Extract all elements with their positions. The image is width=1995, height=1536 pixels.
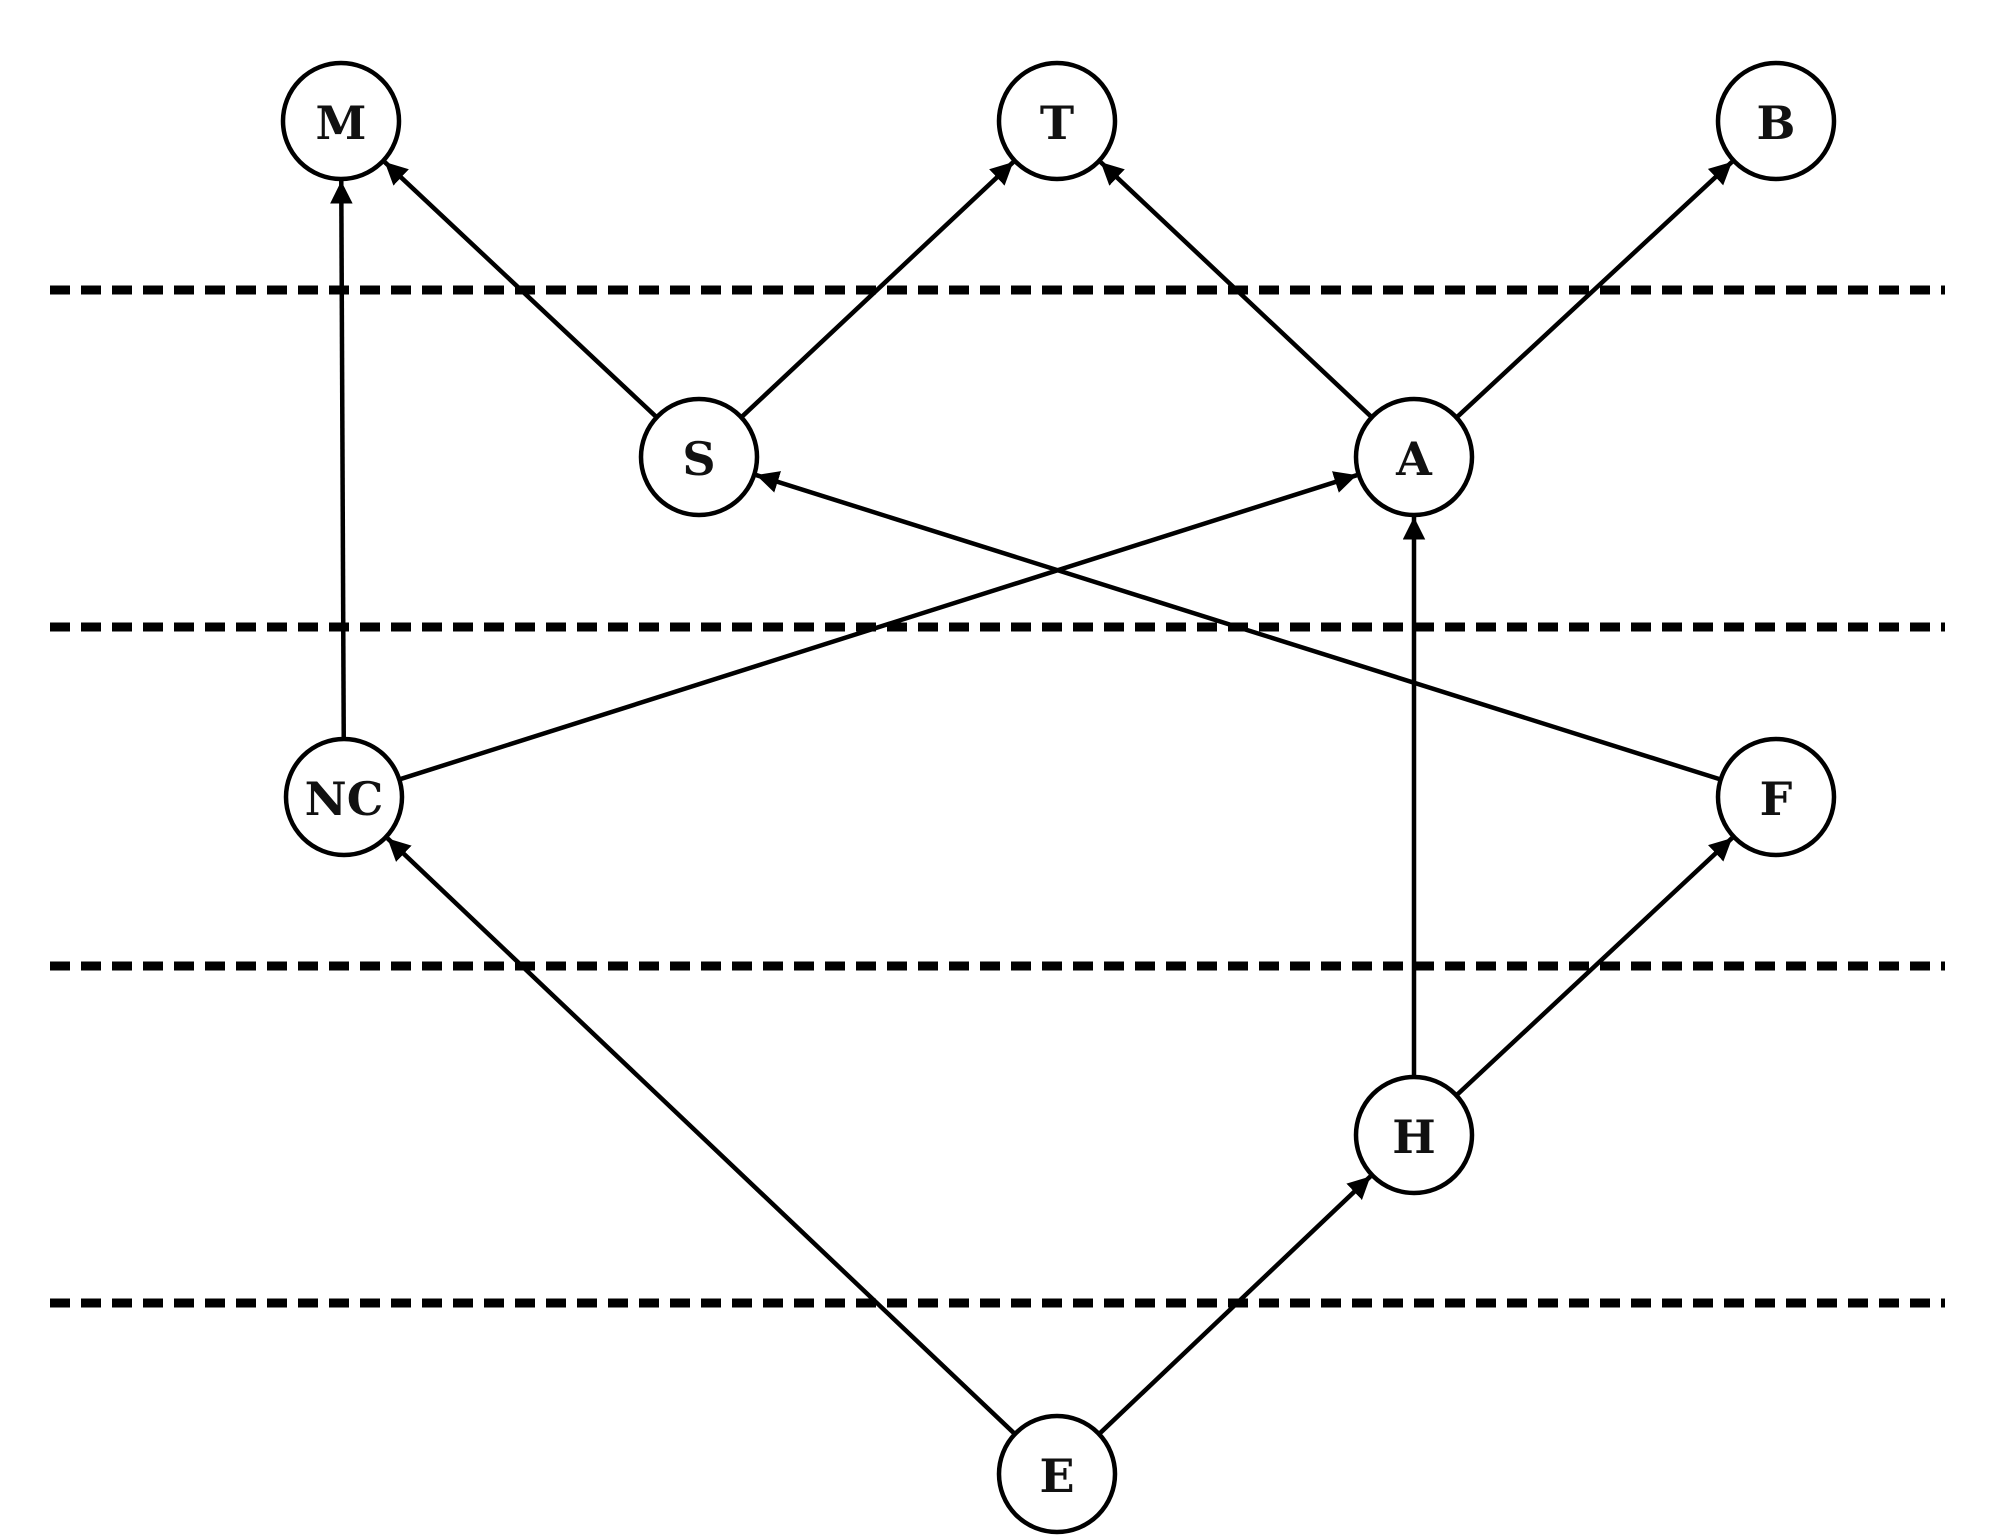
edge-a-to-t bbox=[1099, 160, 1374, 419]
node-h: H bbox=[1353, 1074, 1475, 1196]
edge-s-to-t bbox=[739, 160, 1015, 419]
node-e: E bbox=[996, 1413, 1118, 1535]
edge-a-to-b bbox=[1454, 160, 1734, 420]
node-label: B bbox=[1757, 96, 1796, 150]
node-circle bbox=[1353, 1074, 1475, 1196]
edge-nc-to-a bbox=[398, 471, 1358, 782]
edge-e-to-nc bbox=[385, 836, 1017, 1436]
node-label: E bbox=[1039, 1449, 1074, 1503]
level-separators bbox=[50, 285, 1945, 1308]
node-label: T bbox=[1040, 96, 1074, 150]
edges bbox=[330, 160, 1734, 1436]
node-label: A bbox=[1395, 432, 1433, 486]
edge-s-to-m bbox=[383, 160, 659, 419]
node-circle bbox=[996, 60, 1118, 182]
node-circle bbox=[996, 1413, 1118, 1535]
node-circle bbox=[1715, 60, 1837, 182]
edge-e-to-h bbox=[1097, 1174, 1373, 1436]
node-circle bbox=[1715, 736, 1837, 858]
node-label: M bbox=[316, 96, 367, 150]
node-circle bbox=[1353, 396, 1475, 518]
node-nc: NC bbox=[283, 736, 405, 858]
edge-nc-to-m bbox=[330, 180, 353, 740]
node-m: M bbox=[280, 60, 402, 182]
node-a: A bbox=[1353, 396, 1475, 518]
node-t: T bbox=[996, 60, 1118, 182]
node-circle bbox=[638, 396, 760, 518]
node-label: S bbox=[682, 432, 715, 486]
node-b: B bbox=[1715, 60, 1837, 182]
node-circle bbox=[283, 736, 405, 858]
node-f: F bbox=[1715, 736, 1837, 858]
edge-f-to-s bbox=[755, 471, 1722, 782]
edge-h-to-f bbox=[1454, 836, 1734, 1098]
node-circle bbox=[280, 60, 402, 182]
node-label: NC bbox=[305, 772, 384, 826]
nodes: M T B S A NC F H E bbox=[280, 60, 1837, 1535]
node-label: F bbox=[1760, 772, 1793, 826]
node-s: S bbox=[638, 396, 760, 518]
node-label: H bbox=[1392, 1110, 1435, 1164]
